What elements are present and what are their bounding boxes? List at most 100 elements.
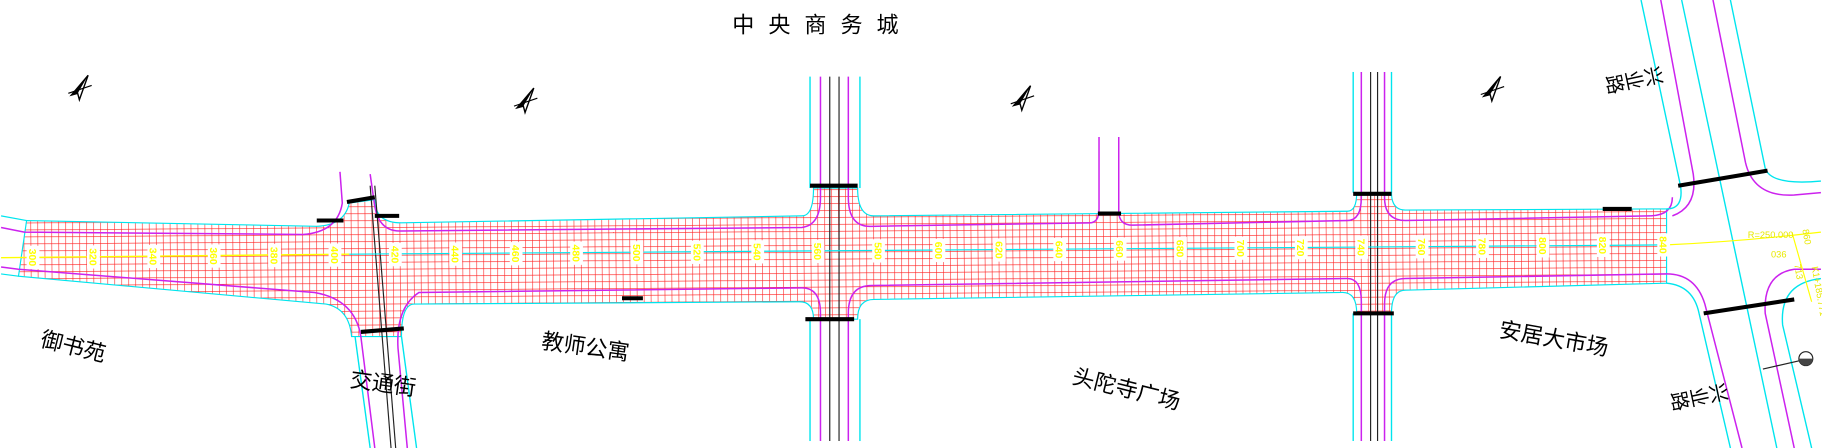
road-edge-top	[0, 215, 27, 222]
chainage-label-bg	[630, 241, 644, 265]
chainage-label: 400	[328, 243, 342, 267]
chainage-label: 440	[449, 242, 463, 266]
chainage-label-bg	[1053, 237, 1067, 262]
chainage-label: 500	[630, 241, 644, 265]
chainage-label-bg	[147, 244, 161, 269]
chainage-label: 480	[569, 241, 583, 265]
chainage-label: 520	[690, 240, 704, 264]
chainage-label-bg	[751, 240, 765, 264]
chainage-label-bg	[26, 245, 40, 270]
chainage-label: 820	[1596, 233, 1610, 257]
chainage-label: 560	[811, 239, 825, 264]
chainage-label-text: 600	[932, 242, 943, 260]
curve-mid-label: 036	[1771, 250, 1786, 260]
north-arrow-icon	[67, 70, 96, 103]
area-title: 中 央 商 务 城	[732, 13, 898, 38]
chainage-label-bg	[1355, 235, 1369, 259]
chainage-label-bg	[1596, 233, 1610, 257]
chainage-label-text: 580	[871, 242, 882, 260]
chainage-label: 420	[388, 243, 402, 267]
chainage-label-text: 520	[690, 244, 701, 262]
chainage-label-bg	[992, 238, 1006, 262]
chainage-label-bg	[328, 243, 342, 267]
road-edge-bottom	[0, 273, 19, 277]
chainage-label: 640	[1053, 237, 1067, 262]
chainage-label-text: 640	[1053, 241, 1064, 259]
chainage-label-bg	[932, 238, 946, 263]
chainage-label-text: 480	[569, 245, 580, 263]
chainage-label: 840	[1657, 233, 1671, 257]
chainage-label-text: 760	[1415, 238, 1426, 256]
chainage-label-text: 620	[992, 241, 1003, 259]
chainage-label-text: 420	[388, 246, 399, 264]
chainage-label-text: 680	[1173, 240, 1184, 258]
place-label-jiaoshi-gongyu: 教师公寓	[540, 329, 631, 366]
station-line	[1791, 231, 1813, 302]
place-label-yushuyuan: 御书苑	[38, 327, 108, 367]
chainage-label-bg	[268, 243, 281, 268]
north-arrow-icon	[1010, 80, 1039, 113]
chainage-label-text: 500	[630, 244, 641, 262]
curve-radius-label: R=250.000	[1748, 230, 1794, 240]
chainage-label-bg	[1174, 237, 1187, 261]
north-arrow-icon	[513, 83, 542, 115]
curve-side-a-label: 860	[1800, 228, 1813, 245]
chainage-label: 360	[207, 244, 221, 268]
chainage-label: 540	[751, 240, 765, 264]
chainage-label-text: 720	[1294, 239, 1305, 257]
street-centerlines	[369, 71, 1379, 448]
chainage-label-bg	[1113, 237, 1127, 261]
paved-road-area	[17, 187, 1668, 338]
curve-side-b-label: 713	[1792, 263, 1805, 280]
chainage-label-text: 800	[1536, 237, 1547, 255]
chainage-label-text: 360	[207, 247, 218, 265]
chainage-label-text: 300	[26, 249, 37, 267]
chainage-label-text: 400	[328, 246, 339, 264]
chainage-label-bg	[87, 245, 100, 269]
place-label-toutuosi-guangchang: 头陀寺广场	[1070, 365, 1183, 416]
chainage-label: 660	[1113, 237, 1127, 261]
station-label: K1+185.771	[1810, 266, 1822, 317]
chainage-label-text: 700	[1234, 239, 1245, 257]
chainage-label: 300	[26, 245, 40, 270]
chainage-label: 760	[1415, 235, 1429, 259]
chainage-label: 780	[1475, 234, 1489, 258]
chainage-label-bg	[207, 244, 221, 268]
chainage-label-text: 540	[751, 243, 762, 261]
chainage-label: 700	[1234, 236, 1248, 260]
chainage-label-bg	[1536, 234, 1550, 258]
street-edges	[354, 0, 1822, 448]
chainage-label-bg	[1657, 233, 1671, 257]
chainage-label-text: 740	[1355, 239, 1366, 257]
chainage-label-text: 320	[86, 248, 97, 266]
chainage-label-bg	[1415, 235, 1429, 259]
chainage-label-bg	[1234, 236, 1248, 260]
curve-centerline	[1666, 231, 1821, 246]
place-label-anju-dashichang: 安居大市场	[1497, 318, 1610, 362]
chainage-label-text: 560	[811, 243, 822, 261]
chainage-label: 600	[932, 238, 946, 263]
chainage-label-text: 820	[1596, 237, 1607, 255]
chainage-label-bg	[388, 243, 402, 267]
chainage-label-text: 440	[449, 245, 460, 263]
chainage-label-bg	[1294, 236, 1308, 260]
chainage-label: 340	[147, 244, 161, 269]
chainage-label-text: 660	[1113, 240, 1124, 258]
chainage-label-text: 460	[509, 245, 520, 263]
manhole-icon	[1762, 351, 1814, 370]
road-centerline-cyan	[349, 244, 1667, 255]
stop-bars	[316, 168, 1795, 334]
chainage-label: 320	[86, 245, 100, 269]
chainage-labels: 300 320 340 360 380 400 420 440 460 480 500 520 540 5…	[26, 233, 1671, 270]
chainage-label-text: 840	[1657, 236, 1668, 254]
chainage-label-bg	[811, 239, 825, 264]
chainage-label-bg	[570, 241, 583, 265]
street-label-xingyelu-north: 兴业路	[1603, 61, 1666, 96]
chainage-label-bg	[509, 242, 523, 266]
chainage-label: 800	[1536, 234, 1550, 258]
chainage-label: 720	[1294, 236, 1308, 260]
chainage-label: 620	[992, 238, 1006, 262]
north-arrow-icon	[1480, 71, 1509, 104]
chainage-label-text: 380	[268, 247, 279, 265]
